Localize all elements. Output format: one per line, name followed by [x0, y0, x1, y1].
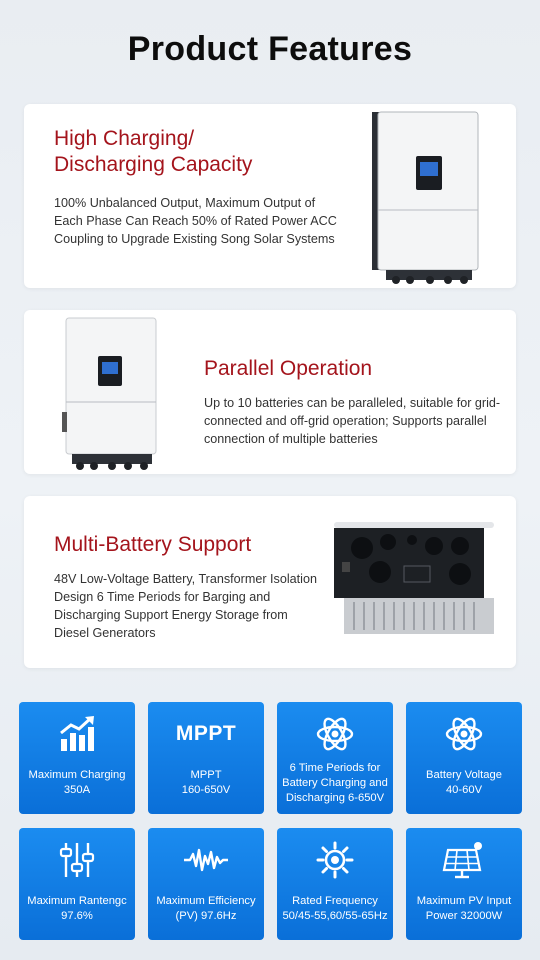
spec-label: 6 Time Periods for Battery Charging and … [282, 761, 388, 804]
spec-tile-mppt: MPPT MPPT 160-650V [148, 702, 264, 814]
page-title: Product Features [127, 30, 413, 68]
feature-card-multi-battery: Multi-Battery Support 48V Low-Voltage Ba… [24, 496, 516, 668]
solar-panel-icon [442, 842, 482, 879]
feature-description: 100% Unbalanced Output, Maximum Output o… [54, 196, 337, 246]
feature-title-line1: High Charging/ [54, 127, 195, 150]
feature-title: Parallel Operation [204, 357, 373, 380]
sliders-icon [59, 843, 95, 877]
mppt-text-icon: MPPT [175, 722, 237, 745]
spec-label: Battery Voltage 40-60V [426, 769, 502, 796]
atom-icon [445, 717, 483, 751]
feature-card-parallel: Parallel Operation Up to 10 batteries ca… [24, 310, 516, 474]
inverter-image [62, 317, 157, 470]
spec-tile-max-efficiency: Maximum Efficiency (PV) 97.6Hz [148, 828, 264, 940]
bar-chart-up-icon [60, 716, 94, 751]
inverter-image [372, 111, 479, 284]
feature-title: Multi-Battery Support [54, 533, 252, 556]
feature-description: Up to 10 batteries can be paralleled, su… [204, 396, 501, 446]
gear-bulb-icon [316, 841, 354, 879]
spec-tile-max-charging: Maximum Charging 350A [19, 702, 135, 814]
feature-title-line2: Discharging Capacity [54, 153, 253, 176]
spec-label: Maximum Charging 350A [28, 769, 126, 796]
atom-icon [316, 717, 354, 751]
spec-label: Maximum PV Input Power 32000W [416, 895, 512, 922]
feature-card-charging: High Charging/ Discharging Capacity 100%… [24, 104, 516, 288]
spec-label: Maximum Rantengc 97.6% [27, 895, 127, 922]
spec-label: MPPT 160-650V [181, 769, 231, 796]
feature-description: 48V Low-Voltage Battery, Transformer Iso… [54, 572, 317, 640]
spec-label: Rated Frequency 50/45-55,60/55-65Hz [282, 895, 388, 922]
spec-label: Maximum Efficiency (PV) 97.6Hz [156, 895, 256, 922]
spec-tile-battery-voltage: Battery Voltage 40-60V [406, 702, 522, 814]
spec-tile-max-pv-input: Maximum PV Input Power 32000W [406, 828, 522, 940]
spec-tile-time-periods: 6 Time Periods for Battery Charging and … [277, 702, 393, 814]
waveform-icon [184, 848, 228, 872]
inverter-bottom-image [334, 522, 494, 634]
spec-tile-max-rantengc: Maximum Rantengc 97.6% [19, 828, 135, 940]
feature-title: High Charging/ Discharging Capacity [54, 126, 252, 178]
spec-tile-rated-frequency: Rated Frequency 50/45-55,60/55-65Hz [277, 828, 393, 940]
